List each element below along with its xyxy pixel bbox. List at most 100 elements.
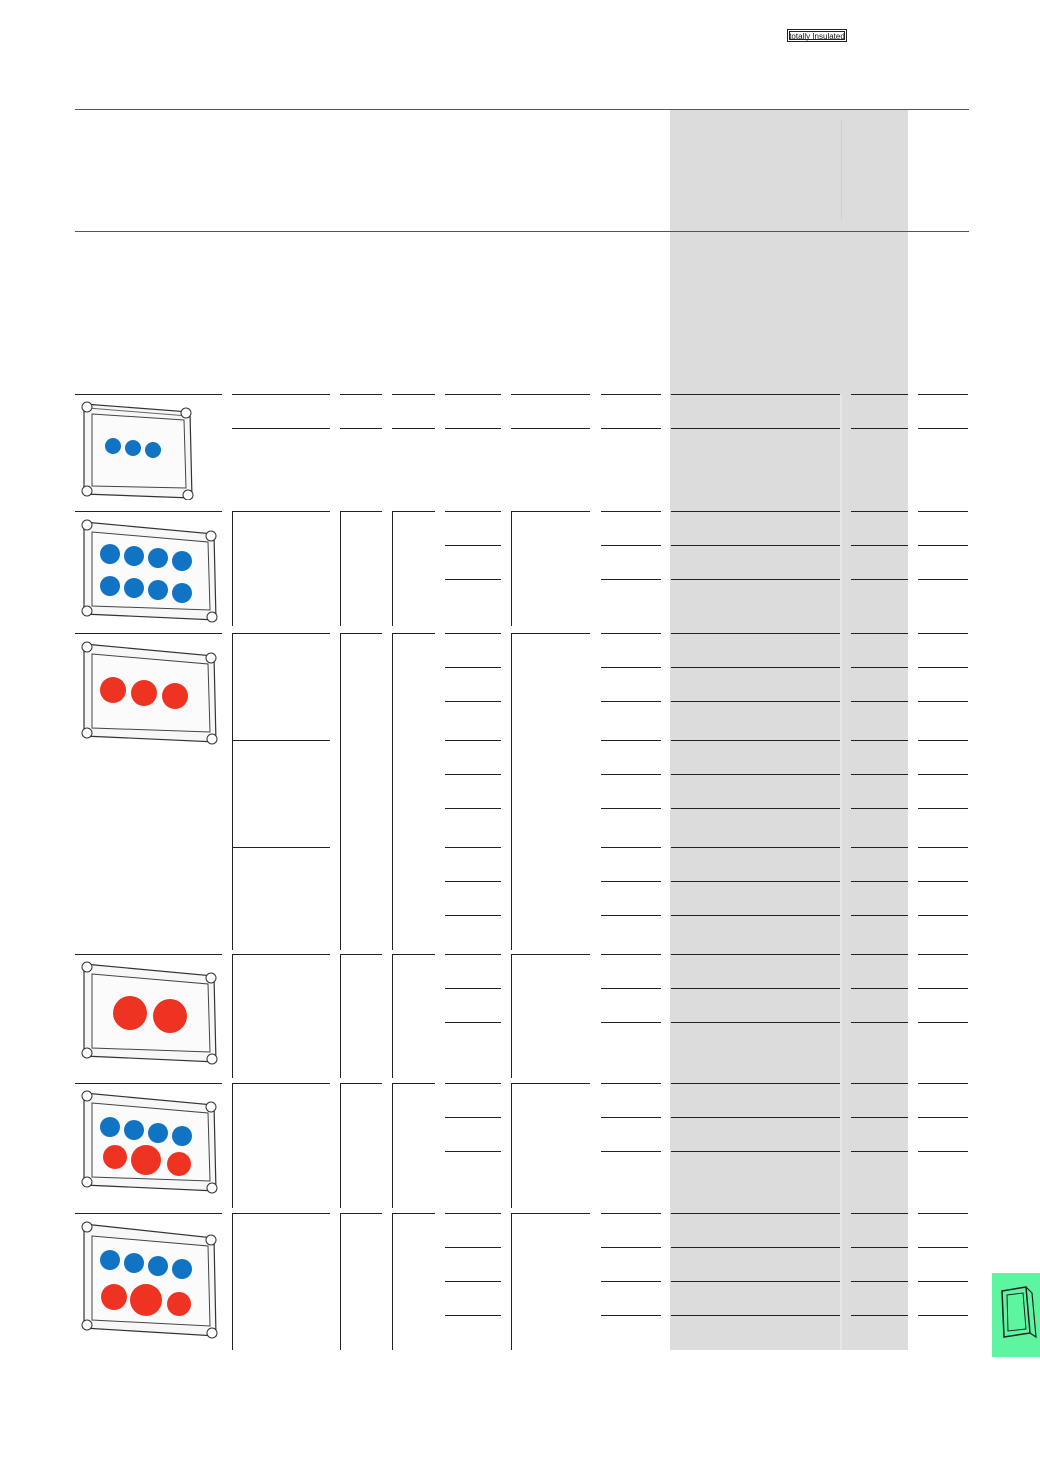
table-cell-rule: [671, 633, 840, 634]
table-cell-rule: [340, 428, 382, 429]
table-cell-rule: [511, 394, 590, 395]
table-cell-rule: [918, 1151, 968, 1152]
table-cell-rule: [392, 394, 435, 395]
table-cell-rule: [445, 847, 501, 848]
table-cell-rule: [918, 1213, 968, 1214]
table-column-rule: [340, 1083, 341, 1208]
table-cell-rule: [851, 1117, 908, 1118]
image-cell-rule: [75, 954, 222, 955]
table-cell-rule: [511, 954, 590, 955]
table-cell-rule: [851, 1213, 908, 1214]
product-image-enclosure-8-blue: [81, 519, 218, 623]
product-image-enclosure-3-blue: [81, 401, 194, 500]
table-cell-rule: [601, 1151, 661, 1152]
table-cell-rule: [918, 1117, 968, 1118]
table-cell-rule: [601, 545, 661, 546]
table-cell-rule: [671, 701, 840, 702]
image-cell-rule: [75, 394, 222, 395]
table-cell-rule: [601, 1247, 661, 1248]
product-image-enclosure-4-blue-3-red: [81, 1090, 218, 1194]
table-cell-rule: [445, 808, 501, 809]
image-cell-rule: [75, 633, 222, 634]
table-cell-rule: [918, 701, 968, 702]
table-cell-rule: [851, 808, 908, 809]
table-cell-rule: [445, 1213, 501, 1214]
table-cell-rule: [445, 915, 501, 916]
table-cell-rule: [918, 808, 968, 809]
table-cell-rule: [511, 633, 590, 634]
table-cell-rule: [601, 701, 661, 702]
table-cell-rule: [340, 394, 382, 395]
table-cell-rule: [601, 915, 661, 916]
table-column-rule: [232, 954, 233, 1078]
table-cell-rule: [601, 1213, 661, 1214]
table-column-rule: [340, 954, 341, 1078]
table-cell-rule: [445, 954, 501, 955]
table-cell-rule: [392, 428, 435, 429]
table-cell-rule: [232, 394, 330, 395]
table-cell-rule: [232, 740, 330, 741]
table-cell-rule: [601, 1315, 661, 1316]
table-cell-rule: [671, 1315, 840, 1316]
table-cell-rule: [851, 633, 908, 634]
table-cell-rule: [445, 667, 501, 668]
table-cell-rule: [601, 808, 661, 809]
table-cell-rule: [601, 881, 661, 882]
table-column-rule: [511, 1213, 512, 1350]
table-cell-rule: [445, 428, 501, 429]
table-cell-rule: [851, 1281, 908, 1282]
totally-insulated-badge: totally Insulated: [787, 29, 847, 42]
table-cell-rule: [445, 1117, 501, 1118]
table-cell-rule: [671, 1117, 840, 1118]
header-rule-bottom: [75, 231, 969, 232]
table-cell-rule: [445, 774, 501, 775]
table-cell-rule: [851, 881, 908, 882]
table-cell-rule: [511, 428, 590, 429]
table-cell-rule: [918, 579, 968, 580]
table-cell-rule: [671, 1083, 840, 1084]
table-cell-rule: [601, 579, 661, 580]
table-column-rule: [392, 511, 393, 626]
table-column-rule: [392, 633, 393, 950]
table-cell-rule: [445, 394, 501, 395]
table-column-rule: [392, 1083, 393, 1208]
section-tab[interactable]: [992, 1273, 1040, 1357]
table-cell-rule: [601, 511, 661, 512]
table-cell-rule: [232, 1213, 330, 1214]
table-cell-rule: [851, 740, 908, 741]
table-cell-rule: [445, 1315, 501, 1316]
table-cell-rule: [918, 1247, 968, 1248]
header-rule-top: [75, 109, 969, 110]
table-cell-rule: [340, 954, 382, 955]
table-cell-rule: [671, 915, 840, 916]
table-cell-rule: [392, 511, 435, 512]
table-cell-rule: [445, 579, 501, 580]
table-column-rule: [232, 633, 233, 950]
table-cell-rule: [511, 1083, 590, 1084]
table-cell-rule: [671, 1151, 840, 1152]
table-cell-rule: [601, 774, 661, 775]
table-cell-rule: [340, 1213, 382, 1214]
table-cell-rule: [232, 428, 330, 429]
table-cell-rule: [851, 954, 908, 955]
table-cell-rule: [340, 1083, 382, 1084]
blue-socket-icon: [145, 442, 161, 458]
table-cell-rule: [601, 954, 661, 955]
table-cell-rule: [918, 428, 968, 429]
table-cell-rule: [601, 1083, 661, 1084]
table-cell-rule: [671, 394, 840, 395]
table-cell-rule: [918, 954, 968, 955]
highlight-column-split: [840, 395, 842, 1350]
table-column-rule: [511, 511, 512, 626]
table-cell-rule: [918, 667, 968, 668]
table-column-rule: [511, 1083, 512, 1208]
table-cell-rule: [851, 1022, 908, 1023]
table-cell-rule: [851, 394, 908, 395]
table-cell-rule: [445, 511, 501, 512]
table-cell-rule: [392, 633, 435, 634]
blue-socket-icon: [125, 440, 141, 456]
table-cell-rule: [601, 394, 661, 395]
table-cell-rule: [445, 545, 501, 546]
table-cell-rule: [851, 667, 908, 668]
table-cell-rule: [601, 847, 661, 848]
